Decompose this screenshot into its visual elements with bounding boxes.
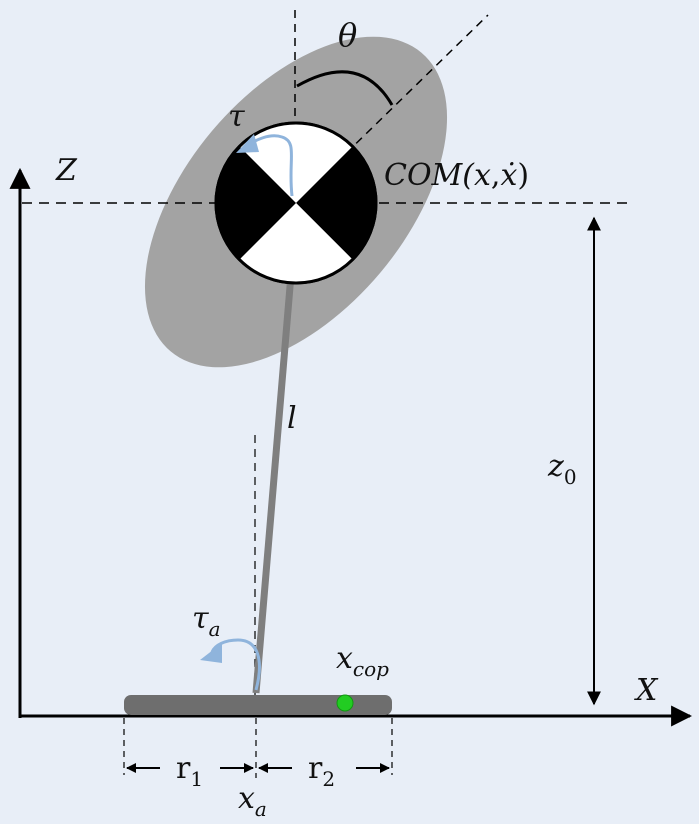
x-axis-label: X [634, 673, 659, 708]
cop-point [336, 694, 354, 712]
z-axis-label: Z [55, 153, 78, 188]
x-a-label: xa [238, 781, 267, 821]
com-marker [214, 121, 378, 285]
pendulum-link [252, 202, 301, 694]
tau-label: τ [228, 99, 245, 134]
x-cop-label: xcop [336, 641, 389, 681]
tau-torque-arc [246, 134, 294, 197]
tau-arrowhead-icon [236, 134, 259, 153]
theta-label: θ [338, 16, 357, 54]
z0-label: z0 [547, 449, 577, 489]
theta-arc [296, 70, 394, 106]
com-label: COM(x,ẋ) [384, 158, 529, 193]
tau-a-label: τa [192, 601, 221, 641]
tau-a-arrowhead-icon [200, 643, 222, 663]
length-label: l [287, 401, 297, 436]
r2-label: r2 [308, 751, 335, 791]
tau-a-torque-arc [210, 638, 261, 691]
foot [124, 695, 392, 715]
r1-label: r1 [176, 751, 203, 791]
